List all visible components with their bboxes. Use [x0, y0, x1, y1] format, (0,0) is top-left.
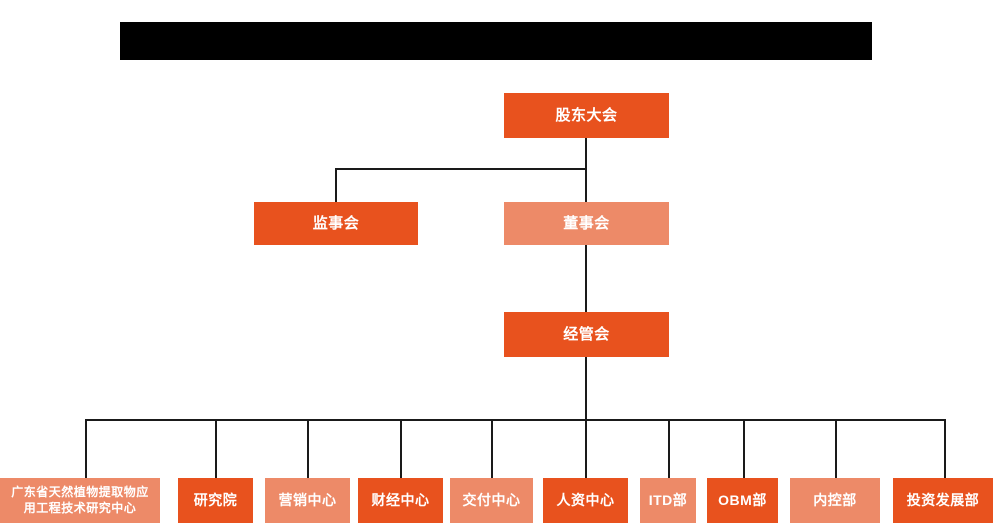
connector-drop-investment-dev-dept — [944, 419, 946, 478]
org-node-label: ITD部 — [648, 491, 688, 508]
org-node-hr-center[interactable]: 人资中心 — [543, 478, 628, 523]
org-node-label: 董事会 — [563, 214, 610, 232]
org-node-label: 经管会 — [563, 325, 610, 343]
connector-drop-finance-center — [400, 419, 402, 478]
connector-drop-internal-control-dept — [835, 419, 837, 478]
org-node-finance-center[interactable]: 财经中心 — [358, 478, 443, 523]
connector-drop-institute — [215, 419, 217, 478]
connector-management-down — [585, 357, 587, 420]
org-node-delivery-center[interactable]: 交付中心 — [450, 478, 533, 523]
connector-drop-hr-center — [585, 419, 587, 478]
connector-directors-to-management — [585, 245, 587, 312]
org-node-institute[interactable]: 研究院 — [178, 478, 253, 523]
connector-drop-itd-dept — [668, 419, 670, 478]
connector-supervisors-down — [335, 168, 337, 202]
org-node-directors[interactable]: 董事会 — [504, 202, 669, 245]
org-node-label: 营销中心 — [278, 491, 337, 508]
redacted-title-text — [120, 22, 872, 23]
org-node-label: 财经中心 — [371, 491, 430, 508]
connector-shareholders-down — [585, 138, 587, 170]
connector-drop-research-center — [85, 419, 87, 478]
org-node-label: 广东省天然植物提取物应 用工程技术研究中心 — [11, 485, 149, 515]
org-node-investment-dev-dept[interactable]: 投资发展部 — [893, 478, 993, 523]
connector-drop-obm-dept — [743, 419, 745, 478]
org-node-itd-dept[interactable]: ITD部 — [640, 478, 696, 523]
org-node-management[interactable]: 经管会 — [504, 312, 669, 357]
connector-drop-delivery-center — [491, 419, 493, 478]
connector-shareholders-horizontal — [335, 168, 587, 170]
org-node-shareholders[interactable]: 股东大会 — [504, 93, 669, 138]
org-node-label: 股东大会 — [555, 106, 618, 124]
org-node-label: OBM部 — [718, 491, 767, 508]
connector-directors-down — [585, 168, 587, 202]
org-node-label: 人资中心 — [556, 491, 615, 508]
org-node-obm-dept[interactable]: OBM部 — [707, 478, 778, 523]
org-node-label: 研究院 — [193, 491, 238, 508]
connector-departments-bus — [85, 419, 945, 421]
org-node-label: 投资发展部 — [906, 491, 980, 508]
org-node-label: 内控部 — [813, 491, 857, 508]
org-node-label: 监事会 — [312, 214, 360, 232]
redacted-title-banner — [120, 22, 872, 60]
org-node-research-center[interactable]: 广东省天然植物提取物应 用工程技术研究中心 — [0, 478, 160, 523]
org-node-marketing-center[interactable]: 营销中心 — [265, 478, 350, 523]
connector-drop-marketing-center — [307, 419, 309, 478]
org-node-label: 交付中心 — [462, 491, 521, 508]
org-node-supervisors[interactable]: 监事会 — [254, 202, 418, 245]
org-node-internal-control-dept[interactable]: 内控部 — [790, 478, 880, 523]
